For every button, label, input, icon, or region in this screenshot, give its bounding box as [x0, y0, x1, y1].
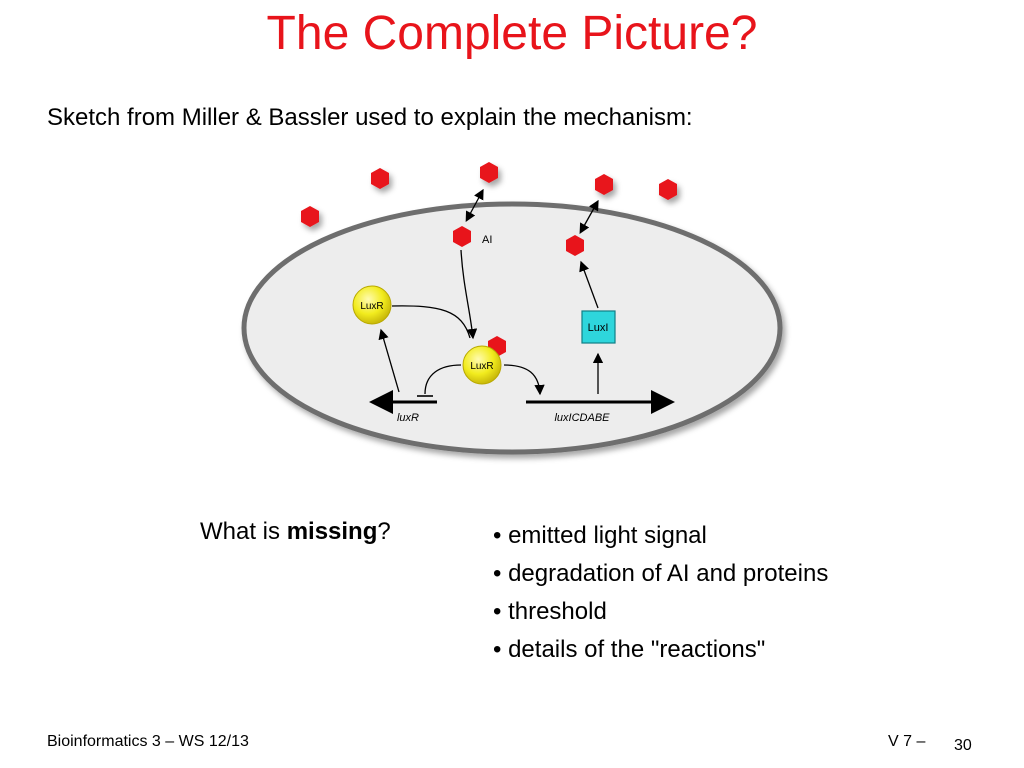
autoinducer-icon — [480, 162, 498, 183]
question-prefix: What is — [200, 518, 287, 545]
binding-arrow — [391, 305, 471, 339]
answer-item: threshold — [493, 593, 828, 631]
slide-title: The Complete Picture? — [266, 7, 758, 60]
question-suffix: ? — [377, 518, 391, 545]
luxr-free-label: LuxR — [360, 301, 383, 312]
diffusion-arrow — [579, 199, 599, 234]
luxr-bound-label: LuxR — [470, 361, 493, 372]
footer-course: Bioinformatics 3 – WS 12/13 — [47, 733, 249, 750]
luxi-label: LuxI — [588, 322, 609, 334]
autoinducer-icon — [659, 179, 677, 200]
question-text: What is missing? — [200, 518, 391, 546]
answer-item: emitted light signal — [493, 517, 828, 555]
autoinducer-icon — [371, 168, 389, 189]
autoinducer-icon — [301, 206, 319, 227]
answer-list: emitted light signal degradation of AI a… — [493, 517, 828, 669]
gene-luxr-label: luxR — [397, 412, 419, 424]
luxi-protein: LuxI — [581, 310, 616, 344]
repression-line — [424, 364, 462, 395]
synthesis-arrow — [579, 260, 599, 309]
page-number: 30 — [954, 737, 972, 754]
cell-membrane — [241, 201, 783, 455]
ai-label: AI — [482, 234, 492, 246]
autoinducer-icon — [566, 235, 584, 256]
activation-arrow — [503, 364, 545, 396]
answer-item: details of the "reactions" — [493, 631, 828, 669]
answer-item: degradation of AI and proteins — [493, 555, 828, 593]
expression-arrow — [378, 328, 400, 393]
gene-luxicdabe-label: luxICDABE — [554, 412, 610, 424]
autoinducer-group-outside — [301, 162, 677, 227]
footer-lecture: V 7 – — [888, 733, 926, 750]
slide-subtitle: Sketch from Miller & Bassler used to exp… — [47, 104, 693, 131]
diffusion-arrow — [465, 188, 484, 223]
autoinducer-icon — [595, 174, 613, 195]
autoinducer-icon — [453, 226, 471, 247]
luxr-protein-free: LuxR — [352, 285, 392, 325]
luxr-protein-bound: LuxR — [462, 345, 502, 385]
binding-arrow — [460, 249, 478, 340]
question-emphasis: missing — [286, 518, 378, 545]
